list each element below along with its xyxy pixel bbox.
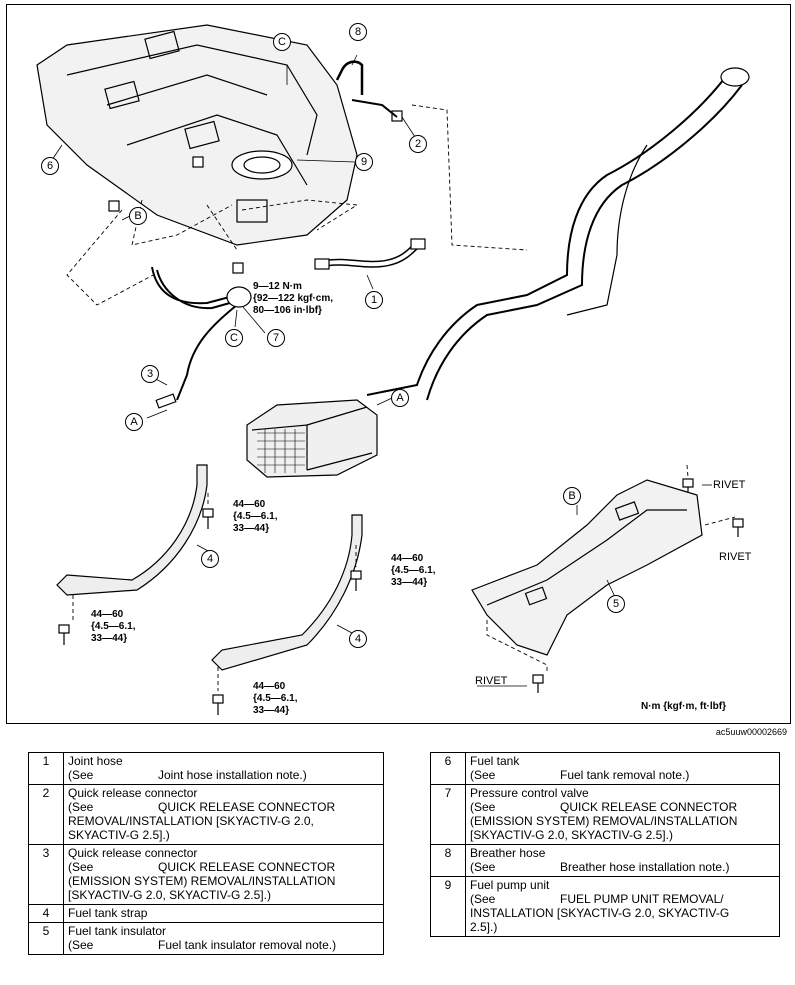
table-row: 1 Joint hose (See Joint hose installation… bbox=[28, 752, 384, 785]
item-number: 2 bbox=[28, 784, 64, 845]
item-name: Breather hose bbox=[470, 846, 546, 860]
tank-strap-lower-shape bbox=[211, 514, 363, 671]
table-row: 8 Breather hose (See Breather hose instal… bbox=[430, 844, 780, 877]
callout-4-upper: 4 bbox=[201, 550, 219, 568]
charcoal-canister-shape bbox=[246, 399, 378, 478]
callout-6: 6 bbox=[41, 157, 59, 175]
rivet-label-3: RIVET bbox=[475, 675, 508, 687]
diagram-drawing bbox=[36, 24, 750, 715]
item-name: Fuel tank insulator bbox=[68, 924, 167, 938]
callout-8: 8 bbox=[349, 23, 367, 41]
table-row: 3 Quick release connector (See QUICK RELE… bbox=[28, 844, 384, 905]
item-number: 9 bbox=[430, 876, 466, 937]
reference-link-cont[interactable]: 2.5].) bbox=[470, 920, 498, 934]
item-name: Fuel tank bbox=[470, 754, 520, 768]
callout-c-top: C bbox=[273, 33, 291, 51]
see-label: (See bbox=[470, 800, 496, 814]
reference-link-cont[interactable]: [SKYACTIV-G 2.0, SKYACTIV-G 2.5].) bbox=[470, 828, 673, 842]
fuel-tank-insulator-shape bbox=[471, 479, 703, 656]
item-name: Quick release connector bbox=[68, 786, 198, 800]
table-row: 4 Fuel tank strap bbox=[28, 904, 384, 923]
see-label: (See bbox=[68, 768, 94, 782]
item-desc: Quick release connector (See QUICK RELEAS… bbox=[63, 844, 384, 905]
pressure-control-valve-shape bbox=[226, 286, 252, 308]
reference-link[interactable]: QUICK RELEASE CONNECTOR bbox=[158, 860, 336, 874]
item-desc: Fuel tank (See Fuel tank removal note.) bbox=[465, 752, 780, 785]
item-number: 1 bbox=[28, 752, 64, 785]
callout-1: 1 bbox=[365, 291, 383, 309]
callout-b-left: B bbox=[129, 207, 147, 225]
table-row: 6 Fuel tank (See Fuel tank removal note.) bbox=[430, 752, 780, 785]
callout-a-right: A bbox=[391, 389, 409, 407]
legend-table-left: 1 Joint hose (See Joint hose installation… bbox=[28, 752, 384, 955]
item-name: Quick release connector bbox=[68, 846, 198, 860]
item-number: 3 bbox=[28, 844, 64, 905]
filler-pipe-shape bbox=[366, 74, 728, 396]
reference-link[interactable]: FUEL PUMP UNIT REMOVAL/ bbox=[560, 892, 724, 906]
see-label: (See bbox=[470, 768, 496, 782]
torque-spec-valve: 9—12 N·m {92—122 kgf·cm, 80—106 in·lbf} bbox=[253, 281, 334, 316]
reference-link-cont[interactable]: (EMISSION SYSTEM) REMOVAL/INSTALLATION bbox=[470, 814, 738, 828]
reference-link-cont[interactable]: (EMISSION SYSTEM) REMOVAL/INSTALLATION bbox=[68, 874, 336, 888]
item-desc: Joint hose (See Joint hose installation n… bbox=[63, 752, 384, 785]
callout-b-right: B bbox=[563, 487, 581, 505]
item-desc: Pressure control valve (See QUICK RELEASE… bbox=[465, 784, 780, 845]
torque-spec-strap-2: 44—60 {4.5—6.1, 33—44} bbox=[391, 553, 436, 588]
item-desc: Breather hose (See Breather hose installa… bbox=[465, 844, 780, 877]
reference-link-cont[interactable]: SKYACTIV-G 2.5].) bbox=[68, 828, 170, 842]
see-label: (See bbox=[470, 892, 496, 906]
reference-link[interactable]: QUICK RELEASE CONNECTOR bbox=[560, 800, 738, 814]
callout-3: 3 bbox=[141, 365, 159, 383]
table-row: 7 Pressure control valve (See QUICK RELEA… bbox=[430, 784, 780, 845]
see-label: (See bbox=[68, 800, 94, 814]
callout-7: 7 bbox=[267, 329, 285, 347]
item-name: Fuel pump unit bbox=[470, 878, 550, 892]
rivet-label-1: RIVET bbox=[713, 479, 746, 491]
breather-hose-shape bbox=[335, 60, 364, 95]
callout-4-lower: 4 bbox=[349, 630, 367, 648]
fuel-tank-shape bbox=[36, 24, 358, 246]
item-desc: Fuel tank insulator (See Fuel tank insula… bbox=[63, 922, 384, 955]
reference-link[interactable]: Joint hose installation note.) bbox=[158, 768, 307, 782]
item-name: Pressure control valve bbox=[470, 786, 589, 800]
reference-link-cont[interactable]: REMOVAL/INSTALLATION [SKYACTIV-G 2.0, bbox=[68, 814, 314, 828]
image-id: ac5uuw00002669 bbox=[715, 727, 787, 737]
item-number: 6 bbox=[430, 752, 466, 785]
reference-link-cont[interactable]: INSTALLATION [SKYACTIV-G 2.0, SKYACTIV-G bbox=[470, 906, 730, 920]
rivet-label-2: RIVET bbox=[719, 551, 752, 563]
callout-c-lower: C bbox=[225, 329, 243, 347]
torque-spec-strap-4: 44—60 {4.5—6.1, 33—44} bbox=[253, 681, 298, 716]
reference-link-cont[interactable]: [SKYACTIV-G 2.0, SKYACTIV-G 2.5].) bbox=[68, 888, 271, 902]
reference-link[interactable]: Fuel tank insulator removal note.) bbox=[158, 938, 337, 952]
reference-link[interactable]: QUICK RELEASE CONNECTOR bbox=[158, 800, 336, 814]
exploded-diagram: 8 2 9 6 1 7 3 4 4 5 C C B B A A 9—12 N·m… bbox=[6, 4, 791, 724]
callout-2: 2 bbox=[409, 135, 427, 153]
torque-spec-strap-3: 44—60 {4.5—6.1, 33—44} bbox=[91, 609, 136, 644]
table-row: 2 Quick release connector (See QUICK RELE… bbox=[28, 784, 384, 845]
callout-a-left: A bbox=[125, 413, 143, 431]
callout-5: 5 bbox=[607, 595, 625, 613]
table-row: 9 Fuel pump unit (See FUEL PUMP UNIT REMO… bbox=[430, 876, 780, 937]
reference-link[interactable]: Breather hose installation note.) bbox=[560, 860, 730, 874]
see-label: (See bbox=[470, 860, 496, 874]
torque-spec-strap-1: 44—60 {4.5—6.1, 33—44} bbox=[233, 499, 278, 534]
item-desc: Fuel pump unit (See FUEL PUMP UNIT REMOVA… bbox=[465, 876, 780, 937]
tank-strap-upper-shape bbox=[56, 464, 208, 596]
see-label: (See bbox=[68, 860, 94, 874]
item-number: 4 bbox=[28, 904, 64, 923]
unit-note: N·m {kgf·m, ft·lbf} bbox=[641, 701, 726, 712]
reference-link[interactable]: Fuel tank removal note.) bbox=[560, 768, 690, 782]
item-number: 8 bbox=[430, 844, 466, 877]
item-name: Fuel tank strap bbox=[68, 906, 148, 920]
callout-9: 9 bbox=[355, 153, 373, 171]
item-number: 7 bbox=[430, 784, 466, 845]
item-name: Joint hose bbox=[68, 754, 123, 768]
item-desc: Fuel tank strap bbox=[63, 904, 384, 923]
legend-table-right: 6 Fuel tank (See Fuel tank removal note.)… bbox=[430, 752, 780, 937]
see-label: (See bbox=[68, 938, 94, 952]
item-desc: Quick release connector (See QUICK RELEAS… bbox=[63, 784, 384, 845]
item-number: 5 bbox=[28, 922, 64, 955]
fuel-pump-opening bbox=[231, 150, 293, 180]
